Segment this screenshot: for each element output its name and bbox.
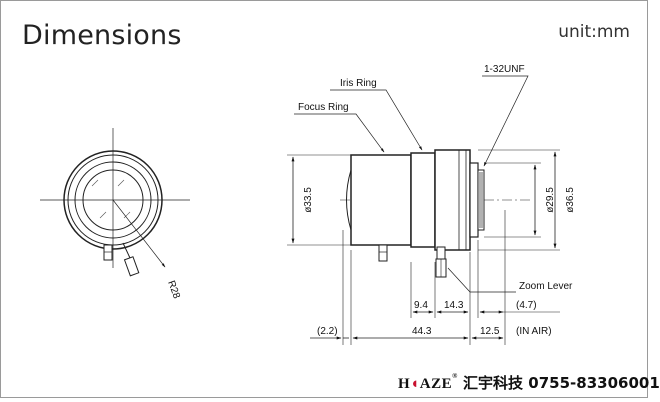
thread-label: 1-32UNF [484,64,525,75]
side-view [287,75,560,345]
front-inner-ring-circle [74,161,152,239]
dim-12-5-label: 12.5 [480,326,500,337]
iris-ring-leader [330,89,423,151]
rear-body [434,149,471,251]
front-view [40,128,190,277]
front-zoom-lever [122,242,140,277]
company-phone: 0755-83306001 [528,374,660,392]
front-outer-circle [63,150,163,250]
dim-2-2-label: (2.2) [317,326,338,337]
dim-9-4-label: 9.4 [414,300,428,311]
dim-44-3-label: 44.3 [412,326,432,337]
flange-diameter-label: ø29.5 [545,187,556,213]
extension-lines [287,149,560,345]
front-glass-hatch [91,179,131,219]
mount-diameter-label: ø36.5 [565,187,576,213]
page-title: Dimensions [22,20,182,51]
thread-lines [479,172,483,228]
mount-thread [477,169,485,231]
thread-leader [482,75,529,167]
company-footer: H◖AZE® 汇宇科技 0755-83306001 [398,372,660,393]
iris-ring-label: Iris Ring [340,78,377,89]
r28-leader [112,199,166,268]
company-name: 汇宇科技 [463,374,524,392]
front-screw-left [103,244,113,261]
focus-ring-body [350,154,412,246]
iris-ring-body [410,152,436,248]
front-glass-circle [82,169,144,231]
dim-14-3-label: 14.3 [444,300,464,311]
front-ring-circle [67,154,159,246]
company-logo: H◖AZE® [398,372,458,392]
unit-label: unit:mm [558,22,630,42]
body-diameter-label: ø33.5 [303,187,314,213]
zoom-lever-leader [447,267,516,293]
mount-flange [469,162,479,238]
zoom-lever-label: Zoom Lever [519,281,573,292]
zoom-lever-stem [436,246,446,260]
focus-ring-label: Focus Ring [298,102,349,113]
focus-ring-leader [294,113,385,153]
r28-label: R28 [165,279,182,300]
focus-lock-screw [378,244,388,262]
in-air-label: (IN AIR) [516,326,552,337]
drawing-frame [0,0,648,398]
dim-4-7-label: (4.7) [516,300,537,311]
front-glass-profile [346,169,352,231]
